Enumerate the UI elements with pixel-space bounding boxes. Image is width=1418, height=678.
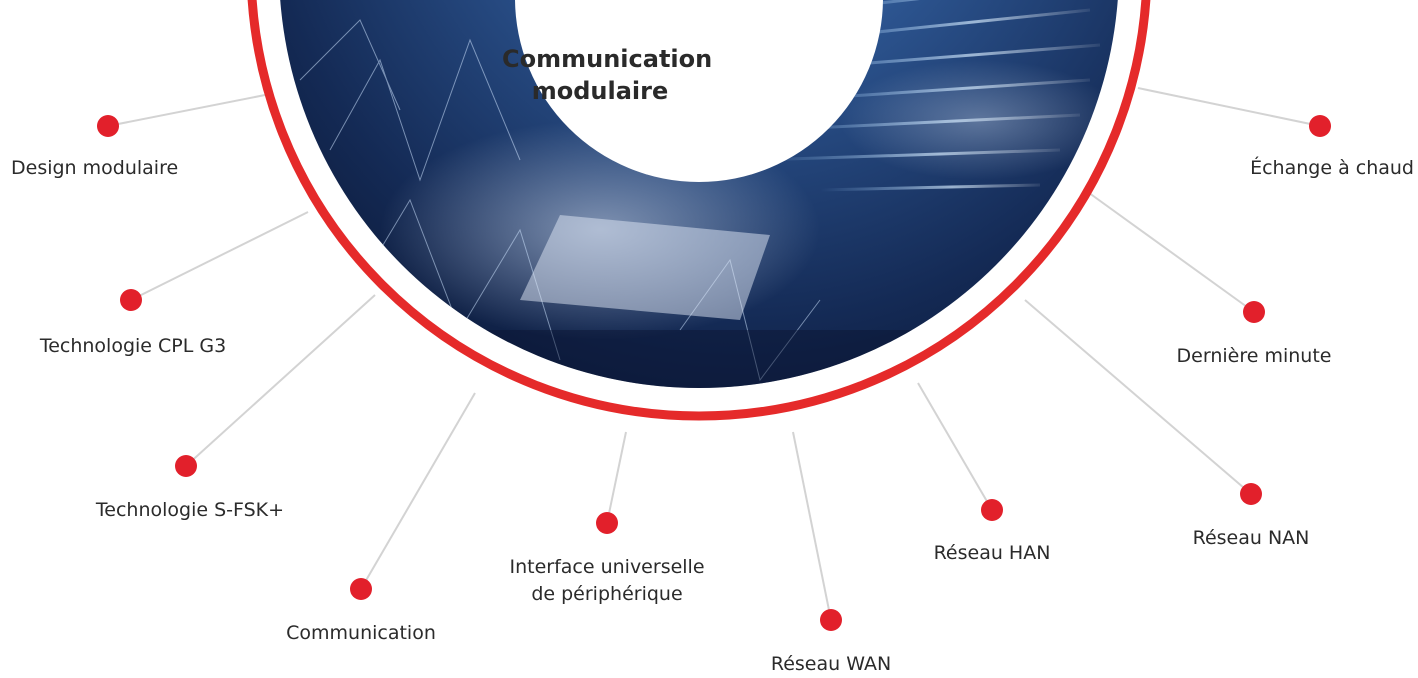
label-communication: Communication <box>286 622 436 644</box>
connector-lines <box>107 87 1321 621</box>
dot-technologie-s-fsk <box>175 455 197 477</box>
dot-echange-a-chaud <box>1309 115 1331 137</box>
connector-derniere-minute <box>1084 189 1255 313</box>
dot-reseau-wan <box>820 609 842 631</box>
dot-derniere-minute <box>1243 301 1265 323</box>
dot-reseau-han <box>981 499 1003 521</box>
connector-technologie-s-fsk <box>185 294 376 467</box>
label-reseau-nan: Réseau NAN <box>1192 527 1310 549</box>
center-title-line2: modulaire <box>531 77 669 105</box>
connector-reseau-han <box>917 382 993 511</box>
connector-design-modulaire <box>107 94 266 127</box>
label-technologie-s-fsk: Technologie S-FSK+ <box>95 499 285 521</box>
label-design-modulaire: Design modulaire <box>11 157 179 179</box>
connector-technologie-cpl-g3 <box>130 211 309 301</box>
center-title: Communication modulaire <box>502 43 713 107</box>
keyboard <box>520 215 770 320</box>
node-dots <box>97 115 1331 631</box>
label-interface-universelle: Interface universelle de périphérique <box>509 554 704 608</box>
label-interface-line2: de périphérique <box>531 583 683 605</box>
red-ring <box>247 0 1151 421</box>
connector-interface-universelle <box>606 431 627 524</box>
label-technologie-cpl-g3: Technologie CPL G3 <box>39 335 227 357</box>
dot-communication <box>350 578 372 600</box>
dot-design-modulaire <box>97 115 119 137</box>
center-title-line1: Communication <box>502 45 713 73</box>
label-interface-line1: Interface universelle <box>509 556 705 578</box>
connector-communication <box>360 392 476 590</box>
dot-technologie-cpl-g3 <box>120 289 142 311</box>
label-derniere-minute: Dernière minute <box>1176 345 1332 367</box>
connector-echange-a-chaud <box>1137 87 1321 127</box>
dot-interface-universelle <box>596 512 618 534</box>
connector-reseau-wan <box>792 431 832 621</box>
photo-shadow <box>279 330 1119 388</box>
center-circle <box>515 0 883 182</box>
dot-reseau-nan <box>1240 483 1262 505</box>
label-reseau-wan: Réseau WAN <box>770 653 892 675</box>
label-reseau-han: Réseau HAN <box>933 542 1051 564</box>
label-echange-a-chaud: Échange à chaud <box>1250 157 1414 179</box>
connector-reseau-nan <box>1024 299 1252 495</box>
